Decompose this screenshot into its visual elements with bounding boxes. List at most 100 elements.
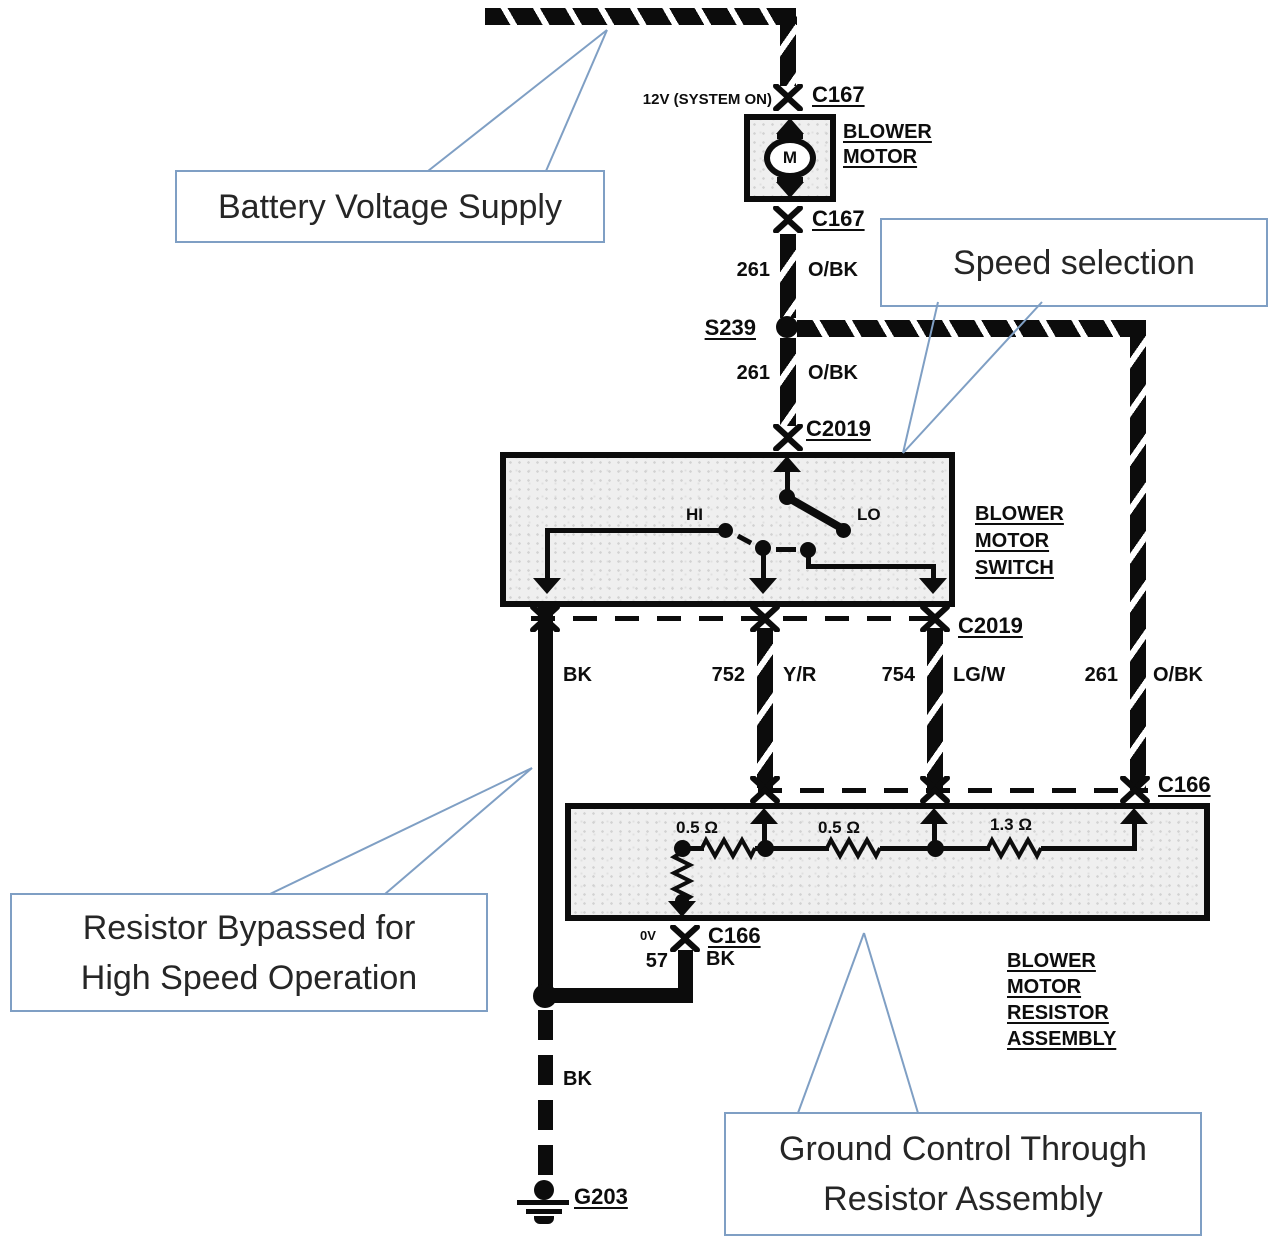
supply-voltage-label: 12V (SYSTEM ON) <box>642 91 772 108</box>
motor-letter: M <box>782 148 798 167</box>
connector-icon-c2019-752 <box>750 604 780 633</box>
connector-icon-c2019-754 <box>920 604 950 633</box>
motor-brush-top <box>777 133 803 139</box>
bk-junction-dot <box>533 984 557 1008</box>
switch-hi-wire <box>545 528 725 533</box>
resistor-r1-label: 0.5 Ω <box>676 818 718 837</box>
wire-bk-ground <box>538 1010 553 1186</box>
resistor-node-dot-3 <box>927 840 944 857</box>
resistor-bus-seg2 <box>755 846 829 851</box>
splice-s239-label: S239 <box>704 315 756 340</box>
battery-feed-wire-horizontal <box>485 8 797 25</box>
ground-bar-1 <box>517 1200 569 1205</box>
blower-motor-resistor-box <box>565 803 1210 921</box>
callout-speed-text: Speed selection <box>953 243 1195 282</box>
wire-57-number: 57 <box>645 950 668 972</box>
switch-hi-drop <box>545 528 550 584</box>
motor-bottom-arrow-icon <box>776 182 804 198</box>
resistor-node-dot-1 <box>674 840 691 857</box>
ground-dot <box>534 1180 554 1200</box>
motor-top-arrow-icon <box>776 118 804 134</box>
connector-icon-c166-261 <box>1120 775 1150 804</box>
switch-feed-stub <box>785 468 790 498</box>
switch-feed-arrow-icon <box>773 456 801 472</box>
wire-752-number: 752 <box>711 664 745 686</box>
wire-261-upper <box>780 234 796 318</box>
resistor-node-dot-2 <box>757 840 774 857</box>
resistor-terminal-arrow-261 <box>1120 808 1148 824</box>
switch-common-dot <box>779 489 795 505</box>
wire-261-upper-code: O/BK <box>808 259 858 281</box>
switch-hi-exit-arrow-icon <box>533 578 561 594</box>
callout-bypass-text-line2: High Speed Operation <box>80 958 418 997</box>
callout-ground-control: Ground Control Through Resistor Assembly <box>724 1112 1202 1236</box>
switch-lo-terminal-dot <box>800 542 816 558</box>
resistor-exit-arrow-icon <box>668 901 696 917</box>
resistor-terminal-arrow-754 <box>920 808 948 824</box>
connector-label-c166-bottom: C166 <box>708 923 761 948</box>
switch-mid-terminal-dot <box>755 540 771 556</box>
wire-752-code: Y/R <box>783 664 817 686</box>
wire-261-lower-code: O/BK <box>808 362 858 384</box>
wire-bk-ground-label: BK <box>563 1068 592 1090</box>
blower-motor-name: BLOWER MOTOR <box>843 121 932 168</box>
resistor-bus-seg1 <box>682 846 704 851</box>
wire-754-number: 754 <box>881 664 915 686</box>
switch-mid-exit-arrow-icon <box>749 578 777 594</box>
switch-dash-fragment <box>776 547 796 552</box>
battery-feed-wire-vertical <box>780 8 796 86</box>
callout-bypass-text-line1: Resistor Bypassed for <box>82 908 416 947</box>
connector-label-c167-top: C167 <box>812 82 865 107</box>
wire-754-code: LG/W <box>953 664 1006 686</box>
resistor-stub-752 <box>762 820 767 850</box>
switch-lo-contact-dot <box>836 523 851 538</box>
wire-754 <box>927 628 943 788</box>
ground-id-label: G203 <box>574 1184 628 1209</box>
switch-mid-drop <box>761 553 766 584</box>
wire-261-upper-number: 261 <box>736 259 770 281</box>
resistor-stub-754 <box>932 820 937 850</box>
wire-261-lower <box>780 338 796 426</box>
resistor-terminal-arrow-752 <box>750 808 778 824</box>
callout-ground-text-line2: Resistor Assembly <box>823 1180 1103 1218</box>
callout-speed-selection: Speed selection <box>880 218 1268 307</box>
connector-label-c2019-bottom: C2019 <box>958 613 1023 638</box>
switch-lo-drop1 <box>806 554 811 568</box>
resistor-r3-label: 1.3 Ω <box>990 815 1032 834</box>
wire-261-right <box>1130 320 1146 790</box>
switch-hi-contact-dot <box>718 523 733 538</box>
connector-icon-c2019-top <box>773 423 803 452</box>
connector-icon-c167-top <box>773 83 803 112</box>
callout-battery-voltage-supply: Battery Voltage Supply <box>175 170 605 243</box>
ground-bar-3 <box>534 1216 554 1224</box>
branch-wire-horizontal <box>797 320 1146 337</box>
wire-261-right-number: 261 <box>1084 664 1118 686</box>
callout-battery-text: Battery Voltage Supply <box>217 187 562 226</box>
wire-261-right-code: O/BK <box>1153 664 1203 686</box>
wire-752 <box>757 628 773 788</box>
callout-ground-text-line1: Ground Control Through <box>779 1130 1147 1168</box>
wire-bk-switch <box>538 605 553 995</box>
connector-label-c167-mid: C167 <box>812 206 865 231</box>
switch-hi-label: HI <box>686 505 703 524</box>
switch-lo-run <box>806 564 936 569</box>
switch-lo-label: LO <box>857 505 881 524</box>
callout-resistor-bypassed: Resistor Bypassed for High Speed Operati… <box>10 893 488 1012</box>
blower-motor-switch-name: BLOWER MOTOR SWITCH <box>975 503 1064 579</box>
splice-s239-dot <box>776 316 798 338</box>
wire-57-horizontal <box>545 988 693 1003</box>
ground-bar-2 <box>526 1209 562 1214</box>
callout-pointer-bypass <box>269 767 533 895</box>
blower-motor-box: M <box>744 114 836 202</box>
connector-label-c2019-top: C2019 <box>806 416 871 441</box>
callout-pointer-ground <box>797 932 919 1114</box>
switch-lo-drop2 <box>931 564 936 584</box>
wire-bk-label: BK <box>563 664 592 686</box>
connector-icon-c166-752 <box>750 775 780 804</box>
resistor-stub-261 <box>1132 820 1137 850</box>
resistor-r2-label: 0.5 Ω <box>818 818 860 837</box>
blower-motor-resistor-name: BLOWER MOTOR RESISTOR ASSEMBLY <box>1007 950 1117 1050</box>
connector-label-c166-top: C166 <box>1158 772 1211 797</box>
connector-icon-c166-754 <box>920 775 950 804</box>
